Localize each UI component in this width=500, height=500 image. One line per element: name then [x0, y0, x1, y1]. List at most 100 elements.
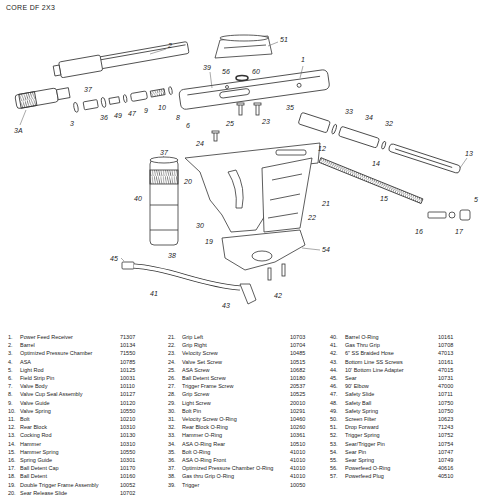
callout-number: 41	[150, 290, 158, 297]
item-number: 25.	[168, 367, 176, 374]
item-number: 27.	[168, 383, 176, 390]
part-name: Ball Detent Screw	[182, 375, 226, 382]
part-code: 47013	[438, 350, 453, 357]
item-number: 35.	[168, 449, 176, 456]
item-number: 8.	[8, 391, 13, 398]
part-code: 47015	[438, 367, 453, 374]
screws	[212, 103, 261, 141]
part-name: Safety Spring	[345, 408, 378, 415]
callout-number: 39	[203, 64, 211, 71]
part-name: Power Feed Receiver	[20, 334, 73, 341]
part-name: Sear Pin	[345, 449, 366, 456]
item-number: 7.	[8, 383, 13, 390]
part-name: Rear Block O-Ring	[182, 424, 228, 431]
callout-number: 37	[160, 149, 168, 156]
part-name: ASA Screw	[182, 367, 210, 374]
diagram-title: CORE DF 2X3	[6, 4, 55, 11]
part-code: 71550	[120, 350, 135, 357]
part-name: Optimized Pressure Chamber	[20, 350, 92, 357]
callout-number: 24	[196, 140, 204, 147]
item-number: 48.	[330, 400, 338, 407]
part-name: Light Screw	[182, 400, 211, 407]
part-name: Cocking Rod	[20, 432, 52, 439]
callout-number: 8	[176, 114, 180, 121]
item-number: 20.	[8, 490, 16, 497]
item-number: 3.	[8, 350, 13, 357]
part-name: ASA	[20, 359, 31, 366]
part-code: 10731	[438, 375, 453, 382]
drop-forward	[222, 230, 305, 280]
item-number: 43.	[330, 359, 338, 366]
item-number: 42.	[330, 350, 338, 357]
part-code: 10752	[438, 432, 453, 439]
body	[179, 69, 330, 110]
item-number: 40.	[330, 334, 338, 341]
item-number: 30.	[168, 408, 176, 415]
braided-hose	[122, 262, 256, 304]
feed-neck	[215, 35, 272, 89]
part-code: 20010	[290, 400, 305, 407]
callout-number: 22	[308, 214, 316, 221]
callout-number: 54	[322, 246, 330, 253]
part-name: 10' Bottom Line Adapter	[345, 367, 404, 374]
callout-number: 2	[168, 42, 172, 49]
item-number: 11.	[8, 416, 15, 423]
item-number: 31.	[168, 416, 176, 423]
detent-parts	[428, 210, 470, 220]
part-name: Trigger Frame Screw	[182, 383, 233, 390]
part-code: 10127	[120, 391, 135, 398]
part-name: Sear/Trigger Pin	[345, 441, 385, 448]
part-name: Bottom Line SS Screws	[345, 359, 403, 366]
item-number: 17.	[8, 465, 16, 472]
part-name: Field Strip Pin	[20, 375, 54, 382]
item-number: 50.	[330, 416, 338, 423]
valve-parts	[73, 85, 173, 112]
part-code: 71243	[438, 424, 453, 431]
callout-number: 6	[186, 122, 190, 129]
callout-number: 17	[455, 228, 463, 235]
callout-number: 56	[222, 68, 230, 75]
hammer-spring	[319, 158, 423, 204]
leader-lines	[20, 42, 467, 261]
callout-number: 34	[365, 114, 373, 121]
item-number: 28.	[168, 391, 176, 398]
callout-number: 13	[465, 150, 473, 157]
part-name: Valve Cup Seal Assembly	[20, 391, 83, 398]
item-number: 18.	[8, 473, 16, 480]
callout-number: 32	[385, 120, 393, 127]
part-name: Safety Slide	[345, 391, 374, 398]
part-code: 10180	[290, 375, 305, 382]
item-number: 36.	[168, 457, 176, 464]
item-number: 53.	[330, 441, 338, 448]
item-number: 39.	[168, 482, 176, 489]
callout-number: 43	[222, 302, 230, 309]
part-code: 71307	[120, 334, 135, 341]
part-name: Valve Guide	[20, 400, 50, 407]
part-name: 6" SS Braided Hose	[345, 350, 394, 357]
callout-number: 19	[205, 238, 213, 245]
item-number: 34.	[168, 441, 176, 448]
item-number: 51.	[330, 424, 338, 431]
callout-number: 12	[318, 145, 326, 152]
item-number: 57.	[330, 473, 338, 480]
item-number: 26.	[168, 375, 176, 382]
part-code: 10361	[290, 432, 305, 439]
item-number: 38.	[168, 473, 176, 480]
part-name: Screen Filter	[345, 416, 376, 423]
part-name: Hammer	[20, 441, 41, 448]
callout-number: 37	[84, 86, 92, 93]
part-name: Ball Detent Cap	[20, 465, 59, 472]
part-code: 10515	[290, 359, 305, 366]
item-number: 46.	[330, 383, 338, 390]
callout-number: 42	[274, 292, 282, 299]
callout-number: 25	[226, 120, 234, 127]
part-name: Barrel O-Ring	[345, 334, 379, 341]
callout-number: 40	[134, 195, 142, 202]
part-name: Velocity Screw	[182, 350, 218, 357]
part-code: 10210	[120, 416, 135, 423]
item-number: 22.	[168, 342, 176, 349]
callout-number: 10	[158, 104, 166, 111]
part-code: 10134	[120, 342, 135, 349]
